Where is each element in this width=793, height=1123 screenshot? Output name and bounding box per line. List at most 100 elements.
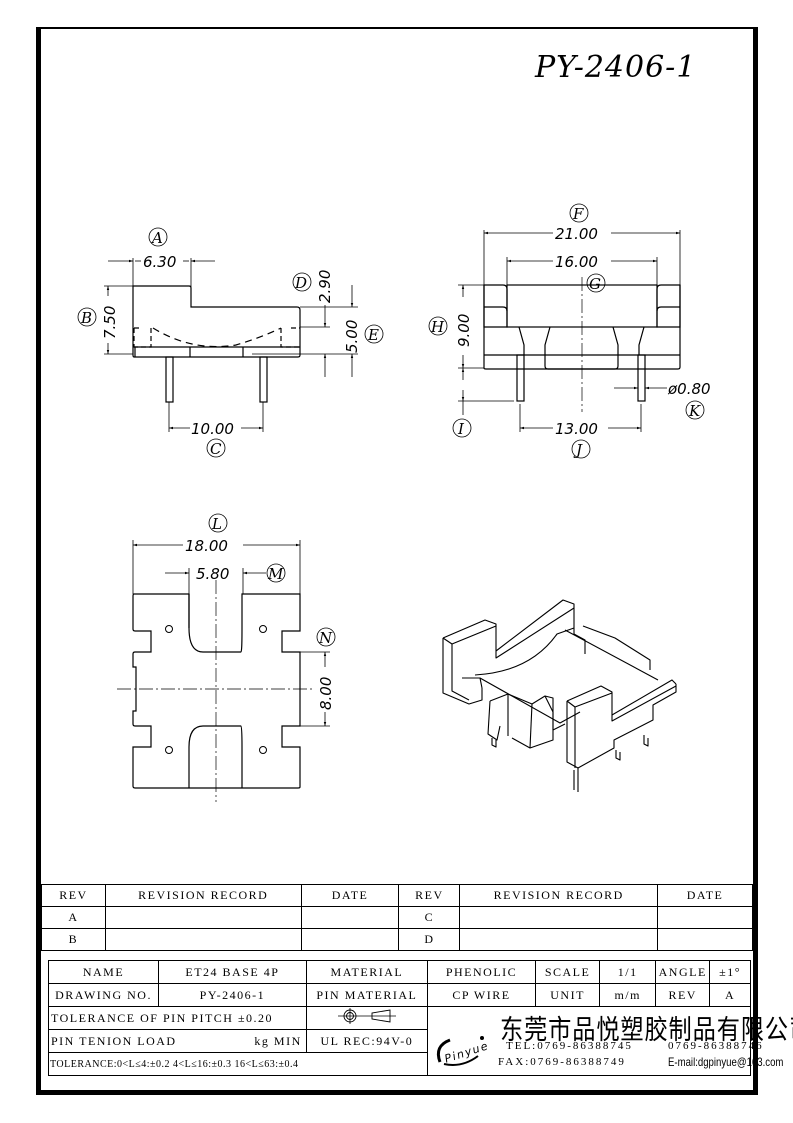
record-cell	[104, 928, 302, 951]
dim-label-h: H	[430, 318, 445, 336]
dim-value-e: 5.00	[343, 320, 361, 353]
unit-value: m/m	[599, 983, 657, 1007]
material-value: PHENOLIC	[427, 960, 536, 984]
dim-label-d: D	[294, 274, 307, 292]
top-view-labels: L 18.00 M 5.80 N 8.00	[185, 513, 336, 710]
front-view-pin-right	[637, 354, 646, 402]
header-revision-record: REVISION RECORD	[104, 884, 302, 907]
title-block: NAME ET24 BASE 4P MATERIAL PHENOLIC SCAL…	[47, 960, 793, 1076]
general-tolerance-note: TOLERANCE:0<L≤4:±0.2 4<L≤16:±0.3 16<L≤63…	[48, 1052, 428, 1076]
drawing-no-label: DRAWING NO.	[47, 983, 160, 1007]
name-label: NAME	[47, 960, 160, 984]
record-cell	[459, 928, 659, 951]
record-cell	[104, 906, 302, 929]
rev-cell: D	[398, 928, 461, 951]
company-tel: TEL:0769-86388745	[506, 1040, 633, 1052]
dim-value-d: 2.90	[316, 270, 334, 303]
dim-label-c: C	[210, 440, 222, 458]
pin-pitch-tolerance: TOLERANCE OF PIN PITCH ±0.20	[48, 1006, 307, 1030]
first-angle-projection-icon	[337, 1008, 396, 1024]
company-name: 东莞市品悦塑胶制品有限公司	[500, 1015, 793, 1046]
pin-tension-label: PIN TENION LOAD	[51, 1033, 177, 1048]
title-row-tolerance: TOLERANCE:0<L≤4:±0.2 4<L≤16:±0.3 16<L≤63…	[48, 1052, 751, 1076]
scale-label: SCALE	[534, 960, 601, 984]
top-view	[117, 540, 330, 802]
pin-material-label: PIN MATERIAL	[305, 983, 429, 1007]
title-row-name: NAME ET24 BASE 4P MATERIAL PHENOLIC SCAL…	[47, 960, 751, 984]
dim-value-c: 10.00	[191, 420, 234, 438]
dim-value-k: ø0.80	[667, 380, 711, 398]
dim-value-g: 16.00	[555, 253, 598, 271]
pin-tension-unit: kg MIN	[254, 1033, 302, 1048]
top-view-pin-hole	[165, 746, 173, 754]
dim-label-j: J	[573, 441, 583, 459]
rev-value: A	[709, 983, 751, 1007]
top-view-pin-hole	[259, 746, 267, 754]
side-view	[104, 258, 358, 432]
date-cell	[300, 928, 400, 951]
title-row-drawing-no: DRAWING NO. PY-2406-1 PIN MATERIAL CP WI…	[47, 983, 751, 1007]
top-view-pin-hole	[259, 625, 267, 633]
rev-cell: A	[41, 906, 106, 929]
unit-label: UNIT	[534, 983, 601, 1007]
pin-tension-cell: PIN TENION LOAD kg MIN	[48, 1029, 307, 1053]
drawing-no-value: PY-2406-1	[158, 983, 307, 1007]
dim-label-l: L	[211, 515, 222, 533]
rev-cell: B	[41, 928, 106, 951]
side-view-hidden-curve	[152, 327, 282, 348]
dim-label-f: F	[572, 205, 584, 223]
header-date: DATE	[657, 884, 753, 907]
name-value: ET24 BASE 4P	[158, 960, 307, 984]
angle-label: ANGLE	[655, 960, 711, 984]
material-label: MATERIAL	[305, 960, 429, 984]
title-row-pin-pitch: TOLERANCE OF PIN PITCH ±0.20 Pinyue 东莞市品…	[48, 1006, 793, 1076]
revision-table-header: REV REVISION RECORD DATE REV REVISION RE…	[41, 884, 753, 907]
date-cell	[657, 906, 753, 929]
dim-value-n: 8.00	[317, 677, 335, 710]
side-view-pin-left	[165, 356, 174, 403]
drawing-sheet-border	[36, 27, 758, 1095]
top-view-pin-hole	[165, 625, 173, 633]
company-tel-2: 0769-86388746	[668, 1040, 764, 1052]
header-rev: REV	[398, 884, 461, 907]
company-fax: FAX:0769-86388749	[498, 1056, 626, 1068]
dim-label-e: E	[367, 326, 379, 344]
dim-label-i: I	[457, 420, 465, 438]
side-view-pin-right	[259, 356, 268, 403]
company-email: E-mail:dgpinyue@163.com	[668, 1055, 784, 1069]
header-rev: REV	[41, 884, 106, 907]
scale-value: 1/1	[599, 960, 657, 984]
part-number-title: PY-2406-1	[535, 50, 697, 85]
side-view-labels: A 6.30 B 7.50 C 10.00 D 2.90 E 5.00	[77, 227, 384, 458]
dim-value-b: 7.50	[101, 306, 119, 339]
header-date: DATE	[300, 884, 400, 907]
rev-cell: C	[398, 906, 461, 929]
front-view-pin-left	[516, 354, 525, 402]
pinyue-logo-icon: Pinyue	[436, 1036, 491, 1066]
ul-rec: UL REC:94V-0	[305, 1029, 429, 1053]
front-view	[458, 230, 681, 432]
table-row: B D	[41, 928, 753, 951]
date-cell	[300, 906, 400, 929]
record-cell	[459, 906, 659, 929]
dim-label-m: M	[267, 565, 284, 583]
dim-label-b: B	[80, 309, 92, 327]
angle-value: ±1°	[709, 960, 751, 984]
isometric-view	[442, 599, 677, 792]
table-row: A C	[41, 906, 753, 929]
dim-value-a: 6.30	[143, 253, 176, 271]
pin-material-value: CP WIRE	[427, 983, 536, 1007]
projection-symbol-cell	[305, 1006, 429, 1030]
dim-value-m: 5.80	[196, 565, 229, 583]
revision-table: REV REVISION RECORD DATE REV REVISION RE…	[41, 884, 753, 951]
company-info: Pinyue 东莞市品悦塑胶制品有限公司 TEL:0769-86388745 0…	[427, 1006, 793, 1076]
date-cell	[657, 928, 753, 951]
dim-label-a: A	[150, 229, 163, 247]
dim-label-n: N	[318, 629, 333, 647]
rev-label: REV	[655, 983, 711, 1007]
header-revision-record: REVISION RECORD	[459, 884, 659, 907]
front-view-labels: F 21.00 G 16.00 H 9.00 I J 13.00 K ø0.80	[428, 203, 711, 459]
dim-value-h: 9.00	[455, 314, 473, 347]
dim-label-k: K	[688, 402, 701, 420]
